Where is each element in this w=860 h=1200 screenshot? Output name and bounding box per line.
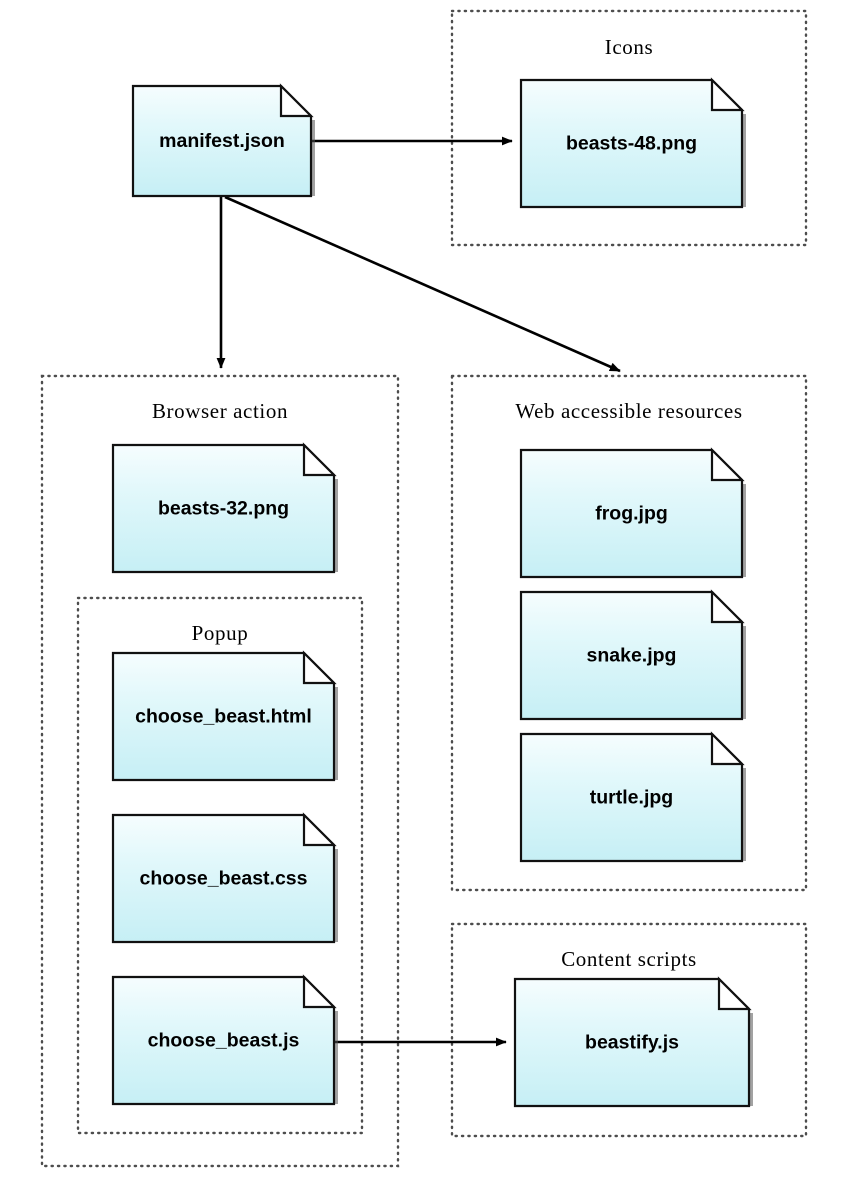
- node-body: [519, 732, 744, 863]
- node-body: [131, 84, 313, 198]
- node-body: [111, 813, 336, 944]
- node-body: [519, 78, 744, 209]
- file-node-beasts-48-png[interactable]: beasts-48.png: [519, 77, 746, 209]
- file-node-snake-jpg[interactable]: snake.jpg: [519, 589, 746, 721]
- group-label-popup: Popup: [192, 621, 249, 645]
- page-fold-icon: [302, 442, 337, 477]
- group-label-content-scripts: Content scripts: [561, 947, 697, 971]
- group-label-icons: Icons: [605, 35, 654, 59]
- group-border-browser-action: [40, 374, 400, 1168]
- group-border-popup: [76, 596, 364, 1135]
- file-node-frog-jpg[interactable]: frog.jpg: [519, 447, 746, 579]
- group-label-web-accessible-resources: Web accessible resources: [515, 399, 742, 423]
- page-fold-icon: [279, 83, 314, 118]
- group-popup: Popup: [76, 596, 364, 1135]
- file-node-turtle-jpg[interactable]: turtle.jpg: [519, 731, 746, 863]
- file-nodes-layer: manifest.json beasts-48.png beasts-32.png c…: [111, 77, 753, 1108]
- node-body: [519, 590, 744, 721]
- node-body: [513, 977, 751, 1108]
- page-fold-icon: [710, 589, 745, 624]
- page-fold-icon: [302, 974, 337, 1009]
- page-fold-icon: [710, 77, 745, 112]
- file-node-choose-beast-css[interactable]: choose_beast.css: [111, 812, 338, 944]
- node-body: [111, 651, 336, 782]
- node-body: [111, 443, 336, 574]
- page-fold-icon: [302, 812, 337, 847]
- group-icons: Icons: [450, 9, 808, 247]
- group-content-scripts: Content scripts: [450, 922, 808, 1138]
- page-fold-icon: [302, 650, 337, 685]
- node-body: [519, 448, 744, 579]
- node-body: [111, 975, 336, 1106]
- file-label-frog-jpg: frog.jpg: [595, 503, 668, 525]
- group-border-web-accessible-resources: [450, 374, 808, 892]
- file-label-choose-beast-html: choose_beast.html: [135, 706, 312, 728]
- group-web-accessible-resources: Web accessible resources: [450, 374, 808, 892]
- page-fold-icon: [717, 976, 752, 1011]
- page-fold-icon: [710, 447, 745, 482]
- group-border-content-scripts: [450, 922, 808, 1138]
- file-node-choose-beast-html[interactable]: choose_beast.html: [111, 650, 338, 782]
- file-label-turtle-jpg: turtle.jpg: [590, 787, 673, 809]
- file-label-snake-jpg: snake.jpg: [587, 645, 677, 667]
- group-label-browser-action: Browser action: [152, 399, 288, 423]
- file-node-beastify-js[interactable]: beastify.js: [513, 976, 753, 1108]
- file-label-beasts-48-png: beasts-48.png: [566, 133, 697, 155]
- file-node-choose-beast-js[interactable]: choose_beast.js: [111, 974, 338, 1106]
- file-node-beasts-32-png[interactable]: beasts-32.png: [111, 442, 338, 574]
- file-label-choose-beast-js: choose_beast.js: [148, 1030, 300, 1052]
- page-fold-icon: [710, 731, 745, 766]
- file-node-manifest-json[interactable]: manifest.json: [131, 83, 315, 198]
- edge-manifest-to-war: [224, 195, 621, 373]
- file-label-beasts-32-png: beasts-32.png: [158, 498, 289, 520]
- file-label-beastify-js: beastify.js: [585, 1032, 679, 1054]
- group-browser-action: Browser action: [40, 374, 400, 1168]
- file-label-manifest-json: manifest.json: [159, 130, 285, 152]
- file-label-choose-beast-css: choose_beast.css: [139, 868, 307, 890]
- edges-layer: [216, 136, 621, 1047]
